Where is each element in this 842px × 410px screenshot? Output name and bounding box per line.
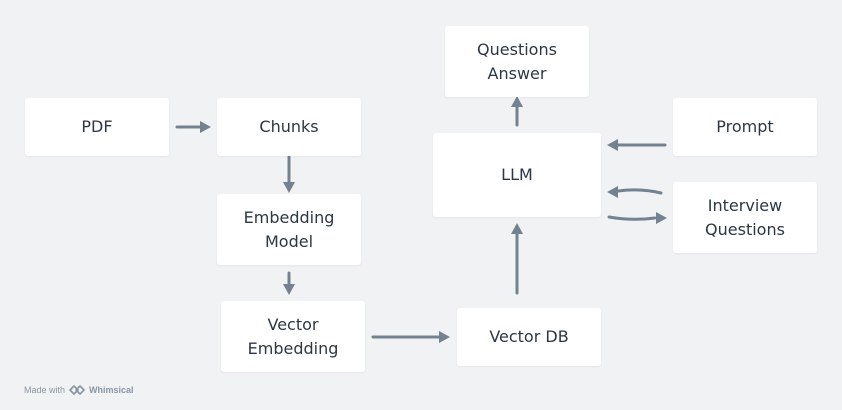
node-interview-questions[interactable]: Interview Questions xyxy=(673,182,817,253)
arrow-interview-to-llm xyxy=(607,186,663,198)
whimsical-logo-icon xyxy=(69,385,85,395)
node-prompt[interactable]: Prompt xyxy=(673,98,817,156)
node-embedding-model[interactable]: Embedding Model xyxy=(217,194,361,265)
node-vector-db[interactable]: Vector DB xyxy=(457,308,601,366)
node-vector-embedding[interactable]: Vector Embedding xyxy=(221,301,365,372)
arrow-llm-to-questions-answer xyxy=(511,96,523,127)
arrow-embedding-model-to-vector-embedding xyxy=(283,271,295,295)
node-chunks[interactable]: Chunks xyxy=(217,98,361,156)
arrow-vector-embedding-to-vector-db xyxy=(371,331,450,343)
node-llm[interactable]: LLM xyxy=(433,133,601,217)
made-with-label: Made with xyxy=(24,385,66,395)
whimsical-watermark[interactable]: Made with Whimsical xyxy=(24,385,134,395)
arrow-pdf-to-chunks xyxy=(175,121,211,133)
arrow-chunks-to-embedding-model xyxy=(283,155,295,193)
arrow-llm-to-interview xyxy=(607,212,667,224)
arrow-prompt-to-llm xyxy=(607,139,667,151)
whimsical-brand: Whimsical xyxy=(89,385,134,395)
node-questions-answer[interactable]: Questions Answer xyxy=(445,26,589,97)
arrow-vector-db-to-llm xyxy=(511,223,523,295)
node-pdf[interactable]: PDF xyxy=(25,98,169,156)
